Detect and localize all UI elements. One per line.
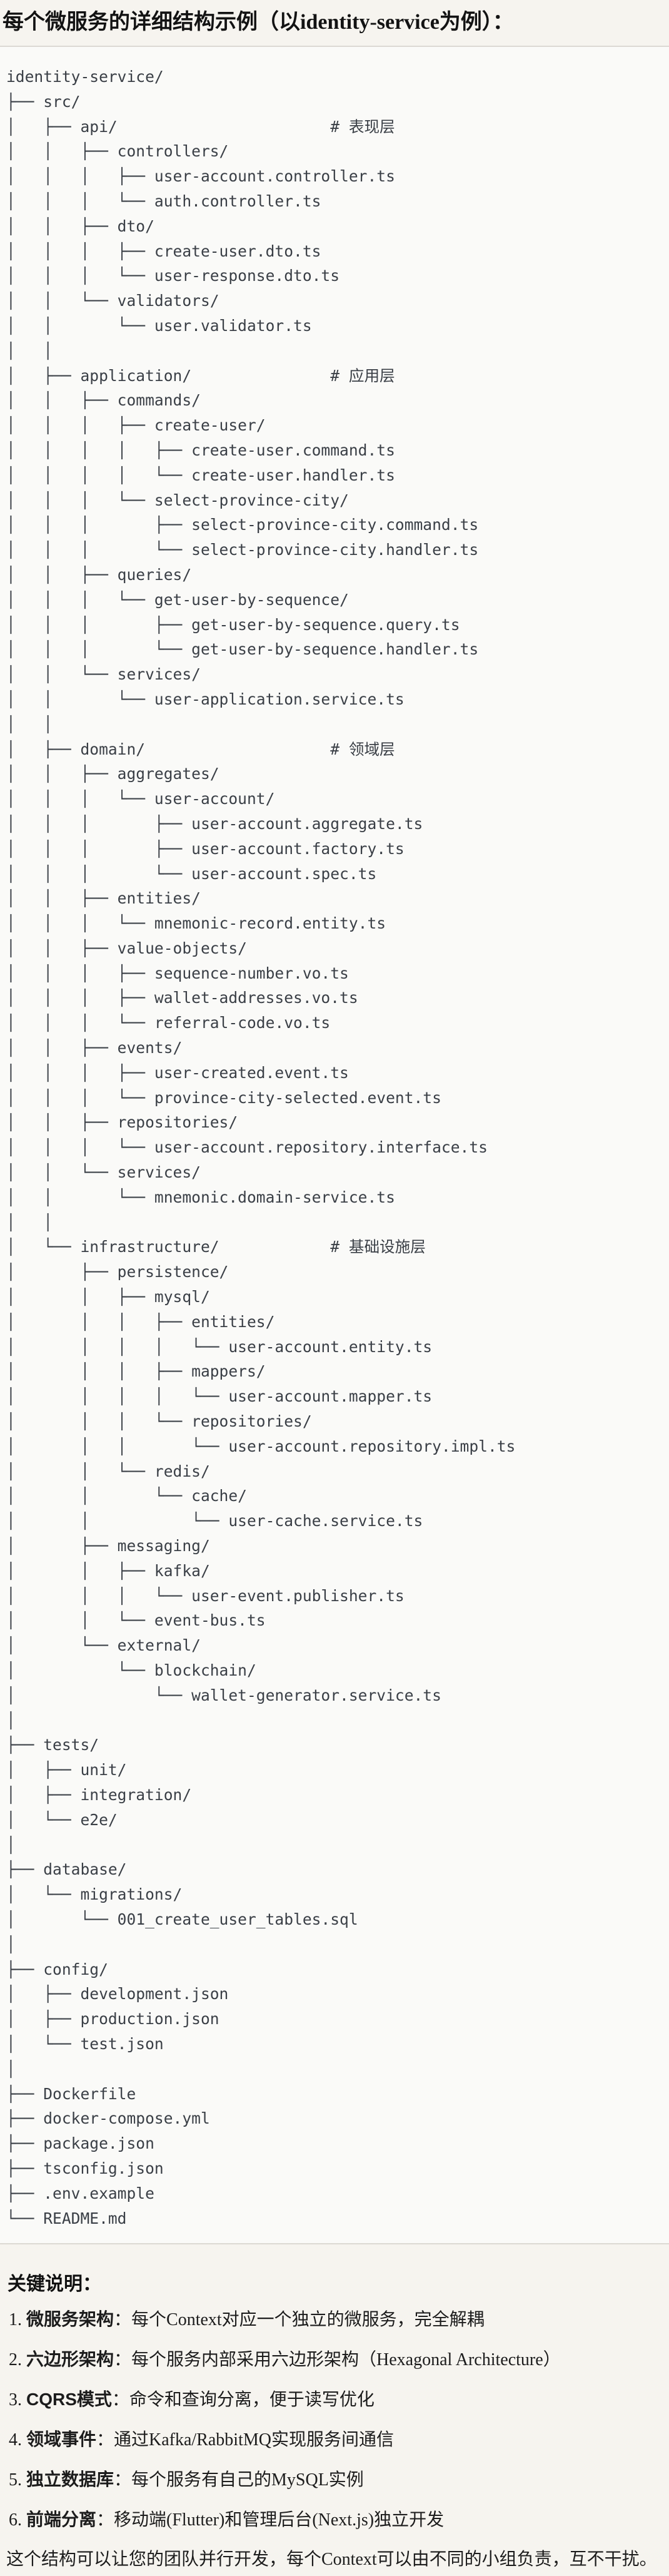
notes-heading: 关键说明： (8, 2274, 101, 2295)
note-term: 六边形架构 (26, 2349, 114, 2370)
note-item-independent-db: 5.独立数据库：每个服务有自己的MySQL实例 (9, 2468, 664, 2492)
page-title: 每个微服务的详细结构示例（以identity-service为例）： (3, 11, 514, 34)
note-item-microservice: 1.微服务架构：每个Context对应一个独立的微服务，完全解耦 (9, 2308, 664, 2331)
note-number: 2. (9, 2350, 22, 2370)
note-number: 3. (9, 2390, 22, 2410)
note-number: 5. (9, 2470, 22, 2490)
note-item-cqrs: 3.CQRS模式：命令和查询分离，便于读写优化 (9, 2388, 664, 2411)
note-desc: ：移动端(Flutter)和管理后台(Next.js)独立开发 (96, 2510, 445, 2530)
notes-section: 关键说明： 1.微服务架构：每个Context对应一个独立的微服务，完全解耦 2… (0, 2272, 669, 2571)
note-item-hexagonal: 2.六边形架构：每个服务内部采用六边形架构（Hexagonal Architec… (9, 2348, 664, 2371)
note-desc: ：命令和查询分离，便于读写优化 (111, 2390, 375, 2410)
note-item-frontend-separation: 6.前端分离：移动端(Flutter)和管理后台(Next.js)独立开发 (9, 2508, 664, 2532)
note-term: 独立数据库 (26, 2470, 114, 2490)
note-item-domain-events: 4.领域事件：通过Kafka/RabbitMQ实现服务间通信 (9, 2428, 664, 2451)
directory-tree-code-block: identity-service/ ├── src/ │ ├── api/ # … (0, 46, 669, 2245)
closing-paragraph: 这个结构可以让您的团队并行开发，每个Context可以由不同的小组负责，互不干扰… (6, 2550, 657, 2570)
note-desc: ：每个服务内部采用六边形架构（Hexagonal Architecture） (114, 2350, 561, 2370)
note-number: 1. (9, 2310, 22, 2330)
note-term: 微服务架构 (26, 2309, 114, 2329)
note-desc: ：每个服务有自己的MySQL实例 (114, 2470, 364, 2490)
note-desc: ：通过Kafka/RabbitMQ实现服务间通信 (96, 2430, 394, 2450)
note-desc: ：每个Context对应一个独立的微服务，完全解耦 (114, 2310, 485, 2330)
note-number: 6. (9, 2510, 22, 2530)
note-term: 领域事件 (26, 2430, 97, 2450)
note-number: 4. (9, 2430, 22, 2450)
note-term: CQRS模式 (26, 2390, 112, 2410)
note-term: 前端分离 (26, 2510, 97, 2530)
